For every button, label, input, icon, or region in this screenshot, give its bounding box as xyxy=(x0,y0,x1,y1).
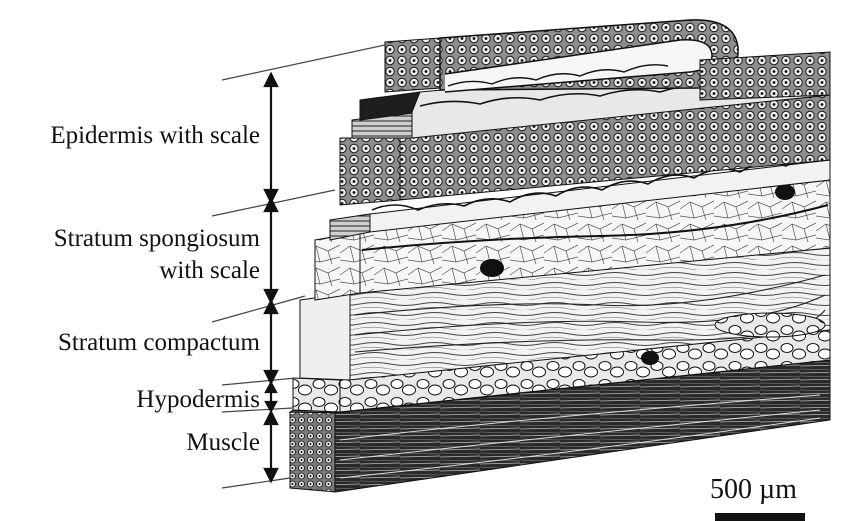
stratum-spongiosum-label-line1: Stratum spongiosum xyxy=(0,224,260,254)
hypodermis-front-face xyxy=(293,378,340,412)
stratum-compactum-front-face xyxy=(300,293,350,380)
top-epidermis-front-face xyxy=(385,38,440,92)
compactum-fat-cells xyxy=(715,313,825,337)
scale-bar-label: 500 µm xyxy=(710,475,797,505)
epidermis-label: Epidermis with scale xyxy=(0,121,260,151)
extent-arrows xyxy=(265,74,277,481)
stratum-spongiosum-label-line2: with scale xyxy=(0,256,260,286)
stratum-spongiosum-front-face xyxy=(315,232,360,300)
scale-bar xyxy=(715,513,805,521)
right-epidermis-block xyxy=(700,52,830,100)
muscle-front-face xyxy=(290,412,335,492)
hypodermis-label: Hypodermis xyxy=(0,385,260,415)
mid-epidermis-front-face xyxy=(340,138,400,205)
spongiosum-vessel-2 xyxy=(775,184,795,200)
compactum-vessel xyxy=(641,351,659,365)
muscle-label: Muscle xyxy=(0,428,260,458)
stratum-compactum-label: Stratum compactum xyxy=(0,328,260,358)
spongiosum-vessel-1 xyxy=(480,259,504,277)
